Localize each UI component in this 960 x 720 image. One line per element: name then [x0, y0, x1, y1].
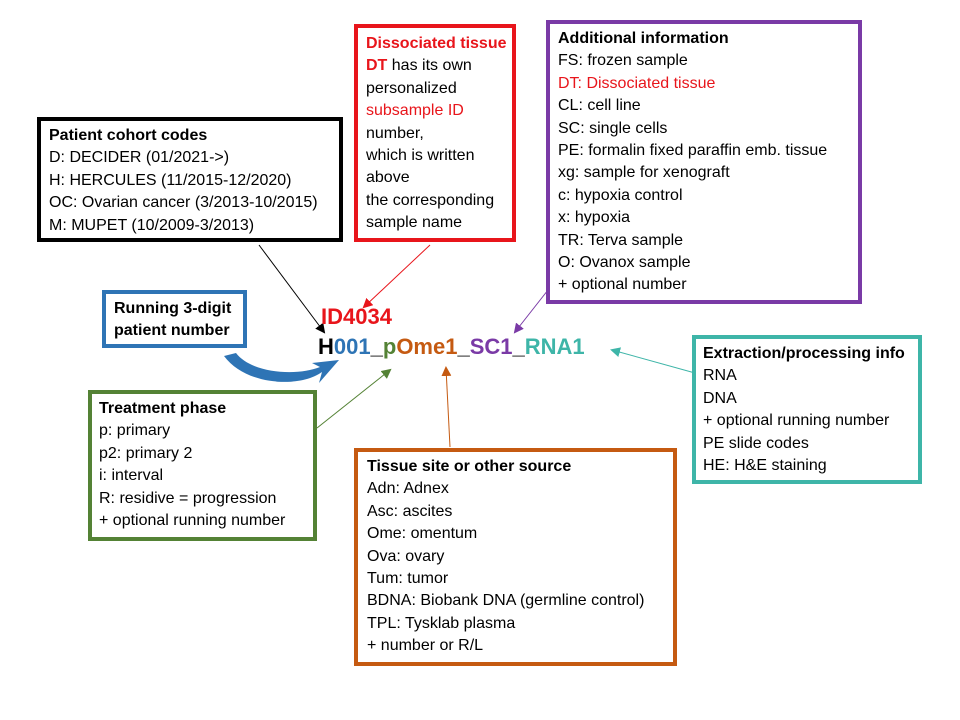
extraction-line: PE slide codes — [703, 434, 809, 452]
extraction-arrow — [610, 347, 696, 374]
additional-line: FS: frozen sample — [558, 52, 688, 70]
dissociated-tissue-box: Dissociated tissue DT has its own person… — [354, 24, 516, 242]
extraction-line: RNA — [703, 367, 737, 385]
cohort-line: OC: Ovarian cancer (3/2013-10/2015) — [49, 194, 318, 212]
treatment-line: + optional running number — [99, 512, 286, 530]
dissociated-line: sample name — [366, 214, 463, 232]
extraction-info-box: Extraction/processing info RNA DNA + opt… — [692, 335, 922, 484]
sample-separator: _ — [370, 334, 383, 359]
additional-information-box: Additional information FS: frozen sample… — [546, 20, 862, 304]
extraction-title: Extraction/processing info — [703, 345, 905, 362]
additional-line: CL: cell line — [558, 97, 641, 115]
additional-line: PE: formalin fixed paraffin emb. tissue — [558, 142, 828, 160]
running-line: patient number — [114, 322, 230, 339]
sample-tissue-site: Ome1 — [396, 334, 458, 359]
sample-additional-info: SC1 — [469, 334, 513, 359]
tissue-line: BDNA: Biobank DNA (germline control) — [367, 592, 645, 610]
dissociated-line: the corresponding — [366, 191, 495, 209]
dissociated-line: number, — [366, 124, 424, 142]
treatment-phase-box: Treatment phase p: primary p2: primary 2… — [88, 390, 317, 541]
additional-line: O: Ovanox sample — [558, 254, 691, 272]
dissociated-line: DT has its own — [366, 55, 504, 77]
tissue-line: + number or R/L — [367, 637, 484, 655]
sample-extraction-info: RNA1 — [524, 334, 585, 359]
sample-cohort-code: H — [318, 334, 334, 359]
cohort-title: Patient cohort codes — [49, 127, 208, 144]
tissue-arrow — [441, 366, 452, 448]
extraction-line: HE: H&E staining — [703, 457, 827, 475]
sample-separator: _ — [457, 334, 470, 359]
patient-cohort-box: Patient cohort codes D: DECIDER (01/2021… — [37, 117, 343, 242]
sample-separator: _ — [512, 334, 525, 359]
dissociated-arrow — [362, 244, 431, 309]
treatment-line: R: residive = progression — [99, 489, 277, 507]
dissociated-line-rest: has its own — [387, 57, 472, 75]
additional-line: x: hypoxia — [558, 209, 631, 227]
treatment-title: Treatment phase — [99, 400, 227, 417]
treatment-line: p: primary — [99, 422, 171, 440]
treatment-line: i: interval — [99, 467, 164, 485]
additional-line: SC: single cells — [558, 119, 668, 137]
dissociated-line: subsample ID — [366, 102, 464, 120]
tissue-title: Tissue site or other source — [367, 458, 572, 475]
dissociated-line: which is written — [366, 147, 475, 165]
treatment-line: p2: primary 2 — [99, 444, 193, 462]
additional-line: c: hypoxia control — [558, 186, 683, 204]
additional-line: + optional number — [558, 276, 687, 294]
cohort-line: M: MUPET (10/2009-3/2013) — [49, 216, 255, 234]
extraction-line: + optional running number — [703, 412, 890, 430]
subsample-id-label: ID4034 — [321, 304, 392, 329]
treatment-arrow — [316, 368, 392, 429]
sample-treatment-phase: p — [382, 334, 397, 359]
extraction-line: DNA — [703, 389, 737, 407]
additional-arrow — [513, 289, 549, 334]
tissue-line: Ova: ovary — [367, 547, 445, 565]
cohort-line: D: DECIDER (01/2021->) — [49, 149, 230, 167]
tissue-line: TPL: Tysklab plasma — [367, 614, 516, 632]
dissociated-title: Dissociated tissue — [366, 35, 507, 52]
additional-line: xg: sample for xenograft — [558, 164, 730, 182]
dissociated-line: personalized — [366, 79, 457, 97]
tissue-line: Ome: omentum — [367, 525, 478, 543]
running-number-box: Running 3-digit patient number — [102, 290, 247, 348]
dissociated-line: above — [366, 169, 410, 187]
sample-patient-number: 001 — [333, 334, 371, 359]
tissue-site-box: Tissue site or other source Adn: Adnex A… — [354, 448, 677, 666]
additional-title: Additional information — [558, 30, 729, 47]
running-line: Running 3-digit — [114, 300, 232, 317]
sample-name: H001_pOme1_SC1_RNA1 — [318, 334, 585, 360]
tissue-line: Adn: Adnex — [367, 480, 449, 498]
additional-line: TR: Terva sample — [558, 231, 684, 249]
cohort-arrow — [258, 244, 326, 334]
tissue-line: Asc: ascites — [367, 502, 453, 520]
running-curved-arrow — [224, 353, 339, 383]
tissue-line: Tum: tumor — [367, 570, 449, 588]
additional-line: DT: Dissociated tissue — [558, 74, 716, 92]
dt-code: DT — [366, 57, 388, 75]
cohort-line: H: HERCULES (11/2015-12/2020) — [49, 171, 292, 189]
